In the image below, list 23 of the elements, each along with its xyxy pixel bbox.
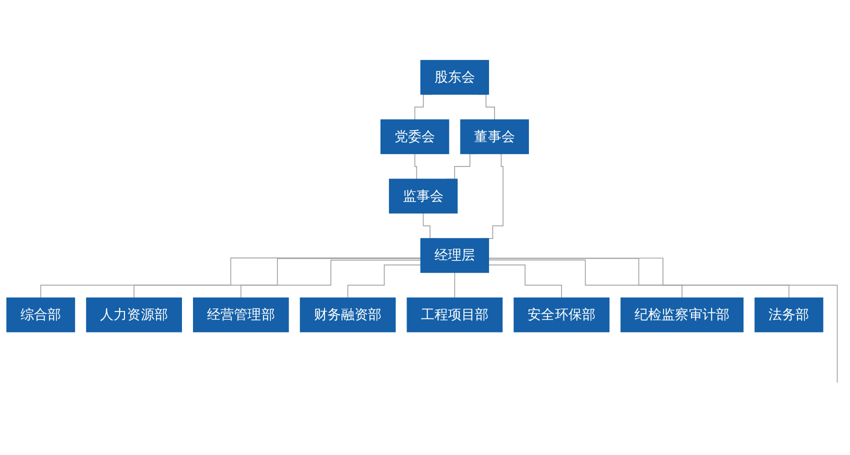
connector xyxy=(347,264,422,298)
node-box: 经理层 xyxy=(420,238,490,273)
node-box: 工程项目部 xyxy=(406,297,503,332)
node-box: 经营管理部 xyxy=(192,297,289,332)
connector xyxy=(454,272,456,298)
node-box: 董事会 xyxy=(460,119,529,154)
connector xyxy=(488,258,790,298)
node-box: 人力资源部 xyxy=(86,297,182,332)
node-box: 安全环保部 xyxy=(514,297,610,332)
connector xyxy=(488,260,682,298)
connector xyxy=(488,258,838,384)
node-box: 纪检监察审计部 xyxy=(620,297,744,332)
node-box: 综合部 xyxy=(6,297,76,332)
connector xyxy=(40,258,422,298)
node-box: 财务融资部 xyxy=(300,297,396,332)
connector xyxy=(414,153,419,180)
node-box: 股东会 xyxy=(420,60,490,95)
node-box: 法务部 xyxy=(754,297,824,332)
node-box: 党委会 xyxy=(380,119,450,154)
connector xyxy=(240,260,422,298)
connector xyxy=(134,258,422,298)
node-box: 监事会 xyxy=(388,178,458,214)
connector xyxy=(488,264,562,298)
